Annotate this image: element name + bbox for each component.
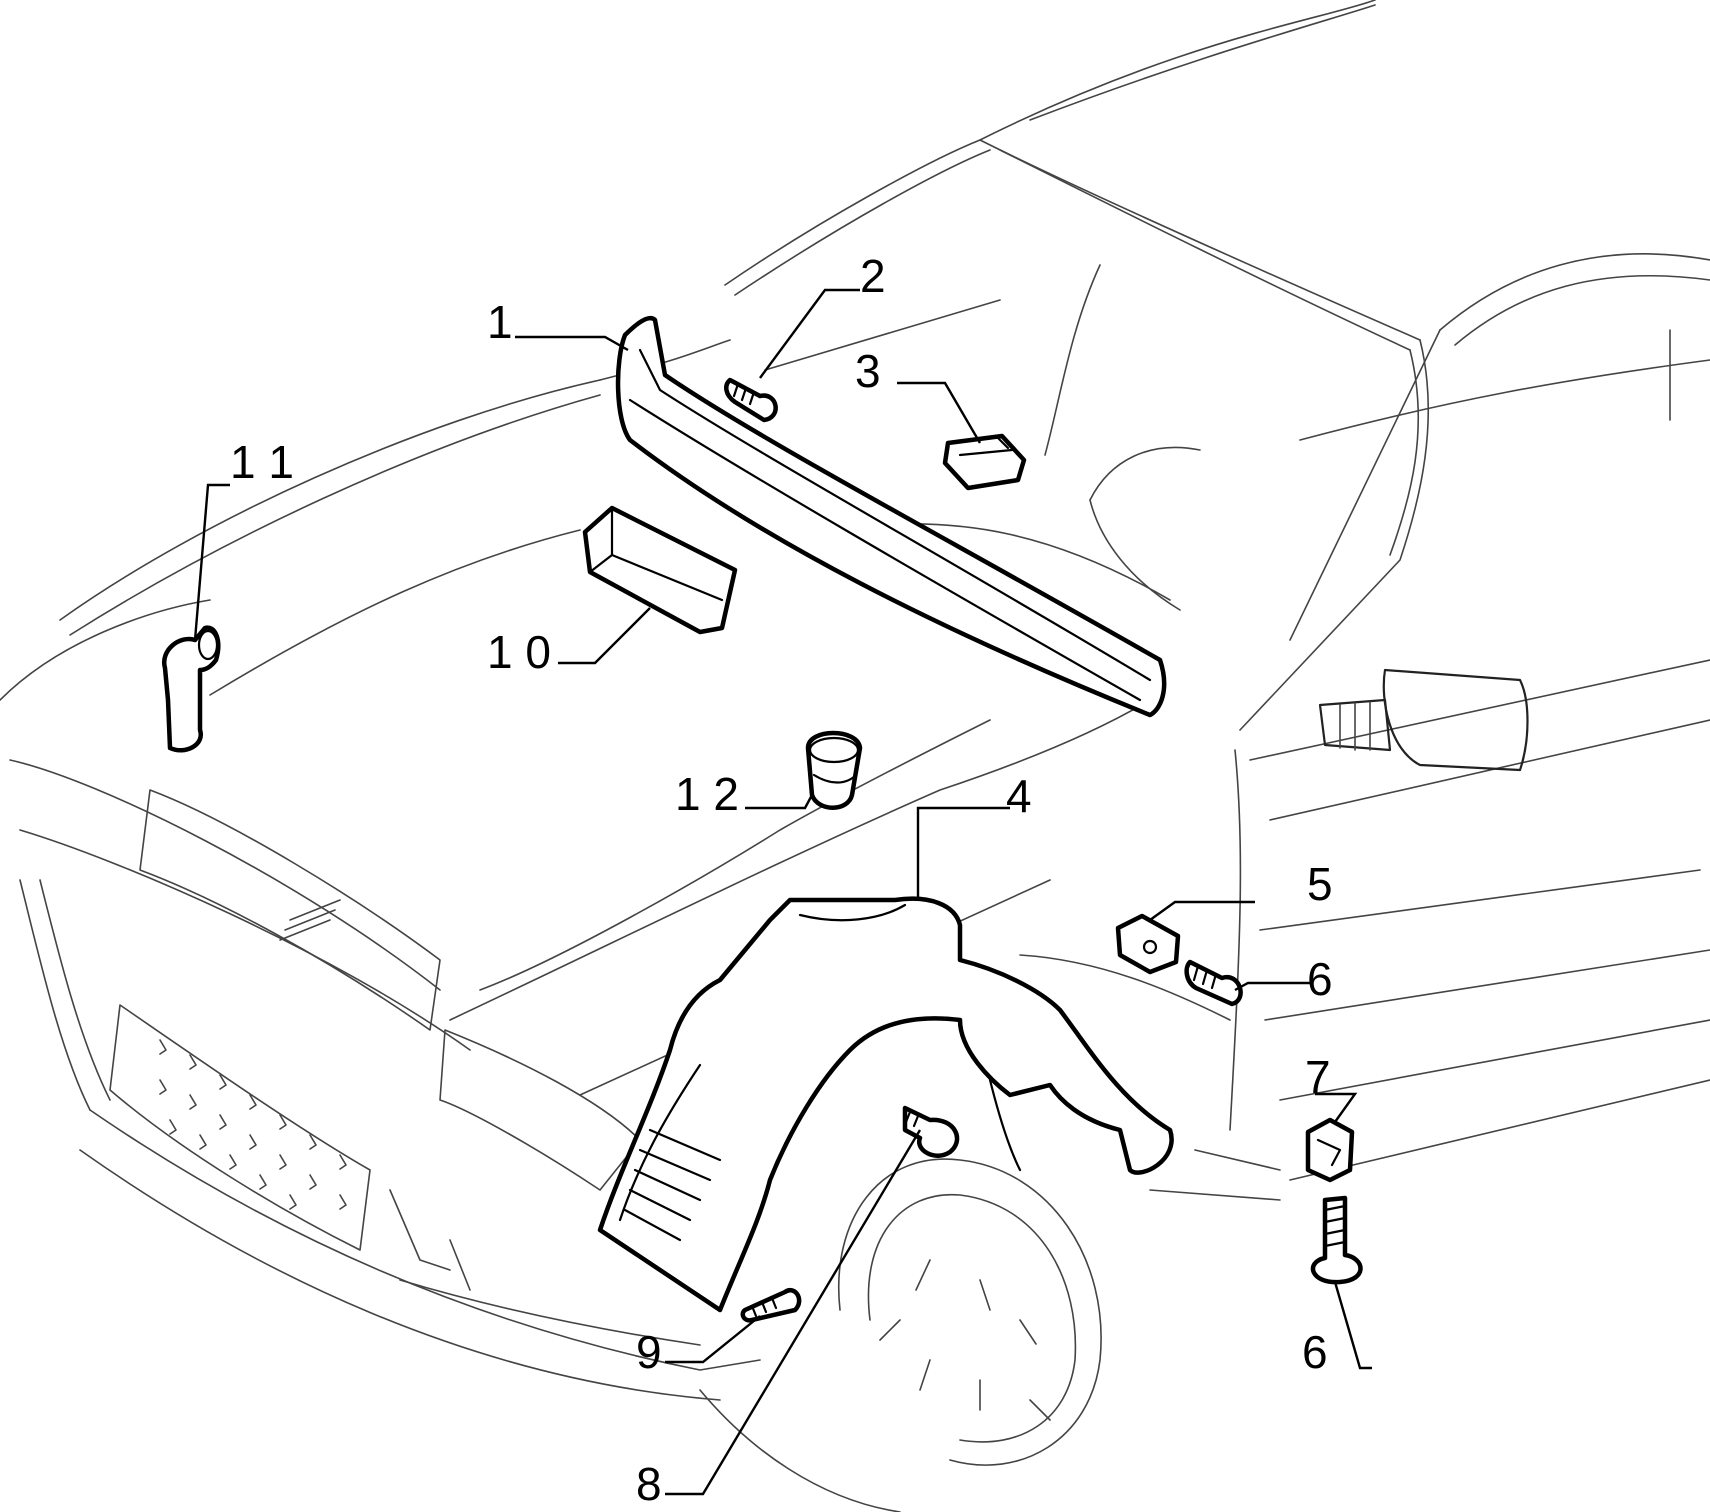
clip-icon (942, 433, 1027, 491)
windshield-cowl-seal-icon (615, 315, 1167, 718)
callout-11: 1 1 (230, 436, 294, 488)
callout-5: 5 (1307, 858, 1333, 910)
screw-icon (1310, 1195, 1363, 1285)
grommet-icon (805, 730, 863, 810)
callout-6a: 6 (1307, 953, 1333, 1005)
callout-labels: 1 2 3 4 5 6 6 7 8 9 1 0 1 1 1 2 (230, 250, 1333, 1510)
callout-12: 1 2 (675, 768, 739, 820)
wheel-arch-liner-icon (597, 896, 1174, 1313)
callout-8: 8 (636, 1458, 662, 1510)
screw-icon (1184, 959, 1243, 1007)
screw-icon (740, 1288, 802, 1323)
screw-icon (724, 377, 778, 423)
callout-3: 3 (855, 345, 881, 397)
clip-nut-icon (1115, 913, 1181, 975)
callout-9: 9 (636, 1326, 662, 1378)
channel-bracket-icon (582, 505, 738, 635)
callout-7: 7 (1305, 1051, 1331, 1103)
clip-nut-icon (1305, 1117, 1355, 1183)
callout-6b: 6 (1302, 1326, 1328, 1378)
leader-lines (193, 288, 1372, 1496)
callout-10: 1 0 (487, 626, 551, 678)
callout-2: 2 (860, 250, 886, 302)
callout-1: 1 (487, 296, 513, 348)
elbow-pipe-icon (162, 625, 221, 753)
push-rivet-icon (902, 1105, 960, 1158)
callout-4: 4 (1006, 770, 1032, 822)
